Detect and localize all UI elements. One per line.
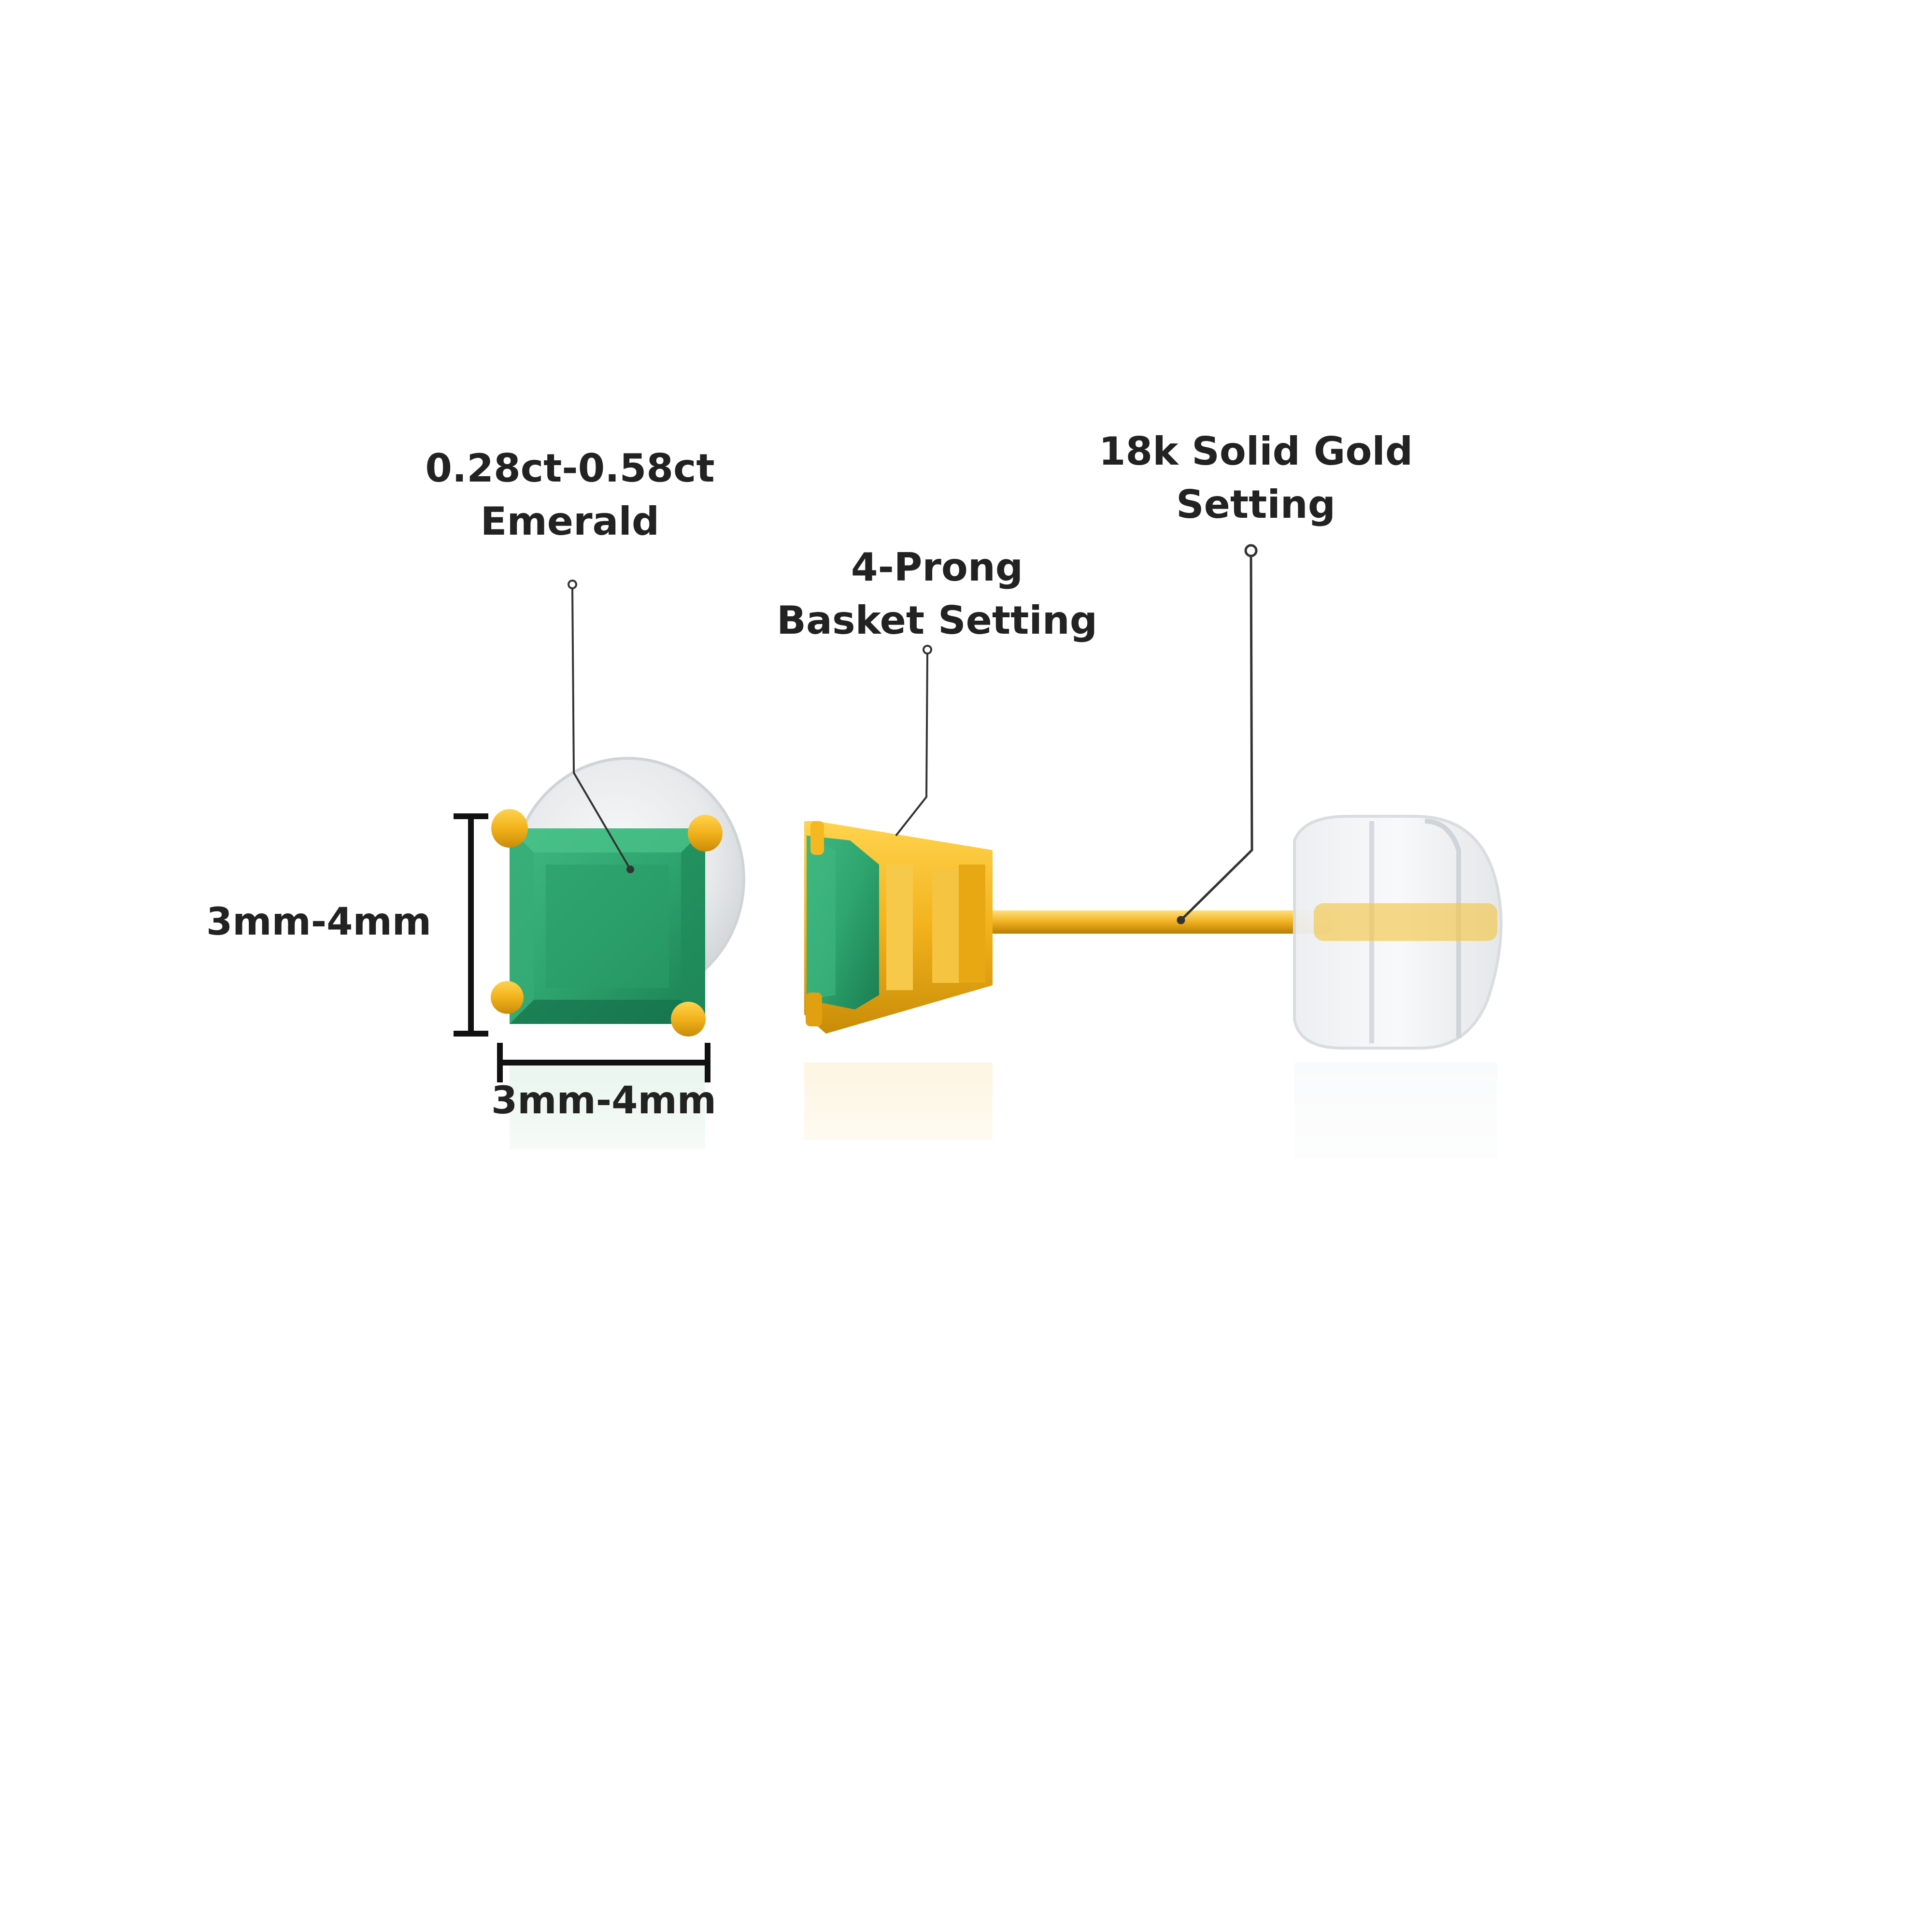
prong-top-left — [491, 809, 528, 848]
prong-top-right — [688, 815, 723, 852]
prong-bottom-left — [491, 981, 524, 1014]
side-view-earring — [804, 815, 1503, 1050]
width-dimension-marker — [497, 1043, 710, 1082]
silicone-back-side — [1293, 815, 1503, 1050]
gold-callout-label: 18k Solid Gold Setting — [1087, 425, 1425, 532]
front-view-earring — [491, 757, 745, 1037]
basket-callout-label: 4-Prong Basket Setting — [773, 541, 1101, 648]
emerald-carat-text: 0.28ct-0.58ct — [425, 446, 715, 491]
prong-bottom-right — [671, 1002, 706, 1037]
basket-leader-line — [895, 645, 932, 837]
emerald-callout-label: 0.28ct-0.58ct Emerald — [425, 442, 715, 549]
gold-setting-text: Setting — [1176, 482, 1335, 527]
height-dimension-label: 3mm-4mm — [206, 900, 432, 944]
gold-material-text: 18k Solid Gold — [1098, 429, 1413, 474]
basket-setting-text: Basket Setting — [777, 598, 1097, 643]
height-dimension-marker — [454, 813, 488, 1037]
emerald-stone-text: Emerald — [480, 499, 660, 544]
basket-prong-text: 4-Prong — [851, 545, 1023, 590]
gold-post — [985, 910, 1333, 934]
width-dimension-label: 3mm-4mm — [491, 1079, 717, 1122]
emerald-leader-line — [568, 580, 634, 873]
gold-leader-line — [1177, 544, 1258, 924]
